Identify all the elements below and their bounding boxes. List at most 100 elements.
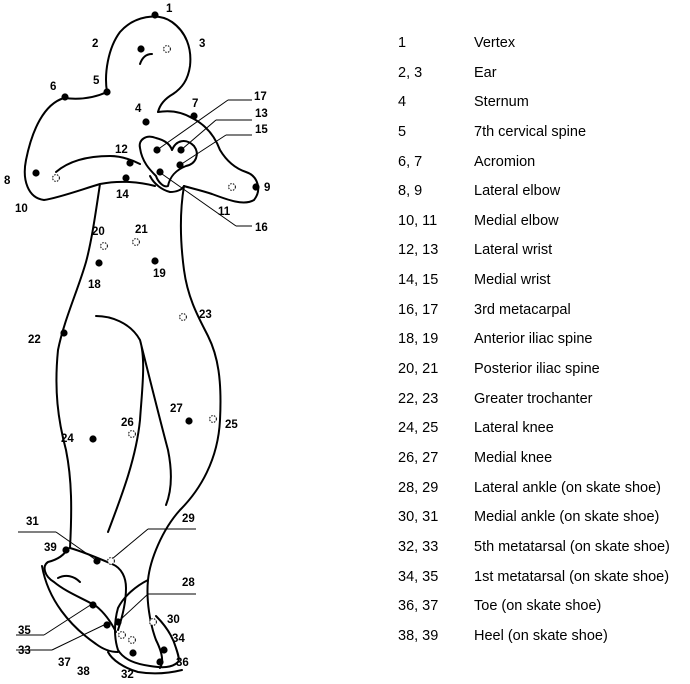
marker-label-3: 3 [199, 38, 205, 50]
marker-9-front-dot [252, 183, 260, 191]
legend-description: Lateral knee [474, 420, 554, 437]
marker-label-25: 25 [225, 419, 238, 431]
marker-14-front-dot [122, 174, 130, 182]
marker-label-29: 29 [182, 513, 195, 525]
marker-label-38: 38 [77, 666, 90, 678]
marker-label-13: 13 [255, 108, 268, 120]
marker-27-front-dot [185, 417, 193, 425]
legend-number: 30, 31 [398, 509, 439, 526]
left-arm-torso-outline [23, 91, 156, 549]
legend-number: 12, 13 [398, 242, 439, 259]
legend-number: 5 [398, 123, 407, 140]
marker-label-18: 18 [88, 279, 101, 291]
legend-number: 2, 3 [398, 64, 423, 81]
legend-number: 22, 23 [398, 390, 439, 407]
marker-1-front-dot [151, 11, 159, 19]
marker-18-front-dot [95, 259, 103, 267]
marker-20-back-dot [100, 242, 108, 250]
marker-16-front-dot [156, 168, 164, 176]
marker-label-15: 15 [255, 124, 268, 136]
marker-37-back-dot [118, 631, 126, 639]
marker-15-front-dot [176, 161, 184, 169]
legend-row: 32, 33 5th metatarsal (on skate shoe) [398, 537, 688, 567]
marker-label-19: 19 [153, 268, 166, 280]
legend-number: 32, 33 [398, 538, 439, 555]
marker-23-back-dot [179, 313, 187, 321]
leader-31-slope [55, 531, 97, 561]
leader-15 [179, 134, 227, 166]
inner-leg-outline [95, 315, 172, 533]
marker-25-back-dot [209, 415, 217, 423]
left-blade-outline [41, 565, 119, 653]
legend-description: Vertex [474, 35, 516, 51]
legend-number: 36, 37 [398, 598, 439, 615]
marker-6-front-dot [61, 93, 69, 101]
legend-number: 14, 15 [398, 272, 439, 289]
leader-13 [180, 119, 217, 151]
left-boot-outline [43, 547, 127, 633]
marker-32-front-dot [129, 649, 137, 657]
marker-label-33: 33 [18, 645, 31, 657]
marker-12-front-dot [126, 159, 134, 167]
marker-group [32, 11, 260, 666]
legend-number: 26, 27 [398, 449, 439, 466]
legend-description: 5th metatarsal (on skate shoe) [474, 538, 670, 555]
legend-number: 24, 25 [398, 420, 439, 437]
leader-35-slope [43, 603, 93, 636]
legend-description: 1st metatarsal (on skate shoe) [474, 568, 670, 585]
legend-number: 20, 21 [398, 361, 439, 378]
marker-3-back-dot [163, 45, 171, 53]
marker-label-36: 36 [176, 657, 189, 669]
marker-label-24: 24 [61, 433, 74, 445]
legend-description: Greater trochanter [474, 390, 593, 407]
marker-label-39: 39 [44, 542, 57, 554]
marker-28-front-dot [114, 618, 122, 626]
marker-8-front-dot [32, 169, 40, 177]
marker-label-35: 35 [18, 625, 31, 637]
head-outline [105, 15, 192, 113]
marker-26-back-dot [128, 430, 136, 438]
legend-number: 28, 29 [398, 479, 439, 496]
marker-label-34: 34 [172, 633, 185, 645]
marker-label-6: 6 [50, 81, 56, 93]
leader-16 [161, 173, 237, 227]
marker-label-30: 30 [167, 614, 180, 626]
marker-label-32: 32 [121, 669, 134, 681]
marker-33-front-dot [103, 621, 111, 629]
leader-33-slope [51, 623, 107, 651]
legend-number: 16, 17 [398, 301, 439, 318]
marker-label-14: 14 [116, 189, 129, 201]
leader-28 [119, 593, 149, 621]
marker-label-10: 10 [15, 203, 28, 215]
marker-label-21: 21 [135, 224, 148, 236]
right-blade-outline [107, 651, 183, 675]
marker-39-front-dot [62, 546, 70, 554]
marker-label-5: 5 [93, 75, 100, 87]
marker-5-front-dot [103, 88, 111, 96]
marker-label-28: 28 [182, 577, 195, 589]
right-torso-leg-outline [146, 185, 222, 669]
marker-30-back-dot [149, 618, 157, 626]
right-arm-outline [157, 110, 260, 204]
leader-17 [156, 99, 229, 151]
marker-label-20: 20 [92, 226, 105, 238]
legend-description: Heel (on skate shoe) [474, 627, 608, 644]
right-boot-outline [114, 579, 180, 669]
leader-29 [111, 528, 149, 560]
